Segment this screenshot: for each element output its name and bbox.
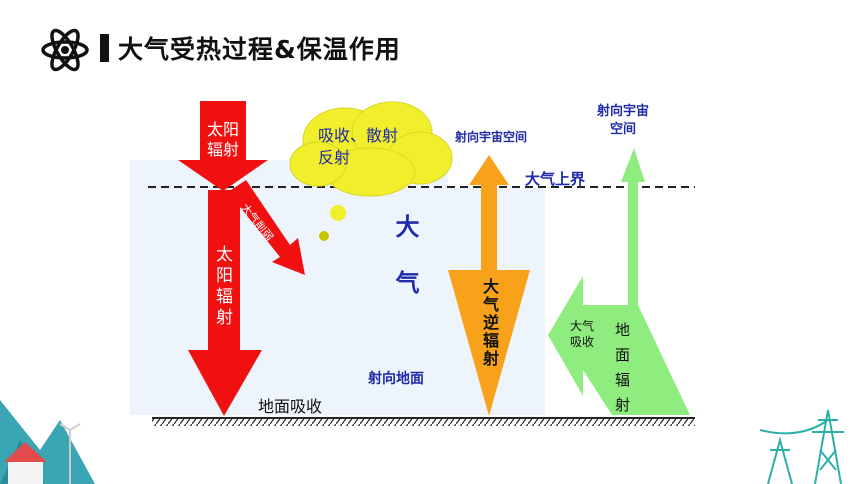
counter-radiation-arrow: [448, 155, 530, 416]
cloud-bubble-small: [319, 231, 329, 241]
title-bar: [100, 34, 109, 62]
to-space-label-right: 射向宇宙 空间: [596, 104, 649, 137]
solar-arrow-main: [188, 190, 262, 416]
solar-radiation-main-label: 太阳辐射: [212, 245, 232, 329]
to-space-label-left: 射向宇宙空间: [455, 130, 528, 144]
ground-hatch: [152, 418, 695, 426]
solar-radiation-top-label: 太阳 辐射: [206, 120, 239, 159]
ground-absorb-label: 地面吸收: [258, 397, 323, 416]
solar-arrow-top: [178, 101, 268, 191]
power-tower-illustration: [760, 409, 844, 484]
ground-radiation-arrow: [548, 148, 690, 415]
atmo-absorb-label: 大气 吸收: [569, 319, 594, 349]
atmosphere-label: 大气: [391, 214, 419, 326]
counter-radiation-label: 大气逆辐射: [480, 278, 499, 368]
page-title: 大气受热过程&保温作用: [118, 35, 401, 64]
cloud-bubble-large: [330, 205, 346, 221]
weakened-arrow: [228, 180, 305, 275]
to-ground-label: 射向地面: [368, 371, 424, 387]
atom-icon: [41, 28, 89, 72]
ground-radiation-label: 地面辐射: [613, 322, 631, 422]
upper-atmosphere-label: 大气上界: [525, 170, 586, 188]
cloud-text: 吸收、散射 反射: [318, 126, 399, 167]
cloud-shape: [289, 101, 453, 197]
house-landscape-illustration: [0, 400, 95, 484]
